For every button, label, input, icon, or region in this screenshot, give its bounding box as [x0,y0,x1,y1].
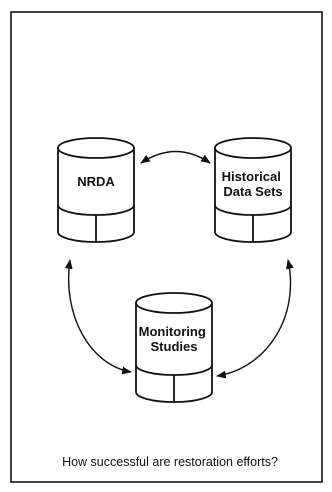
diagram-frame [10,11,323,483]
diagram-caption: How successful are restoration efforts? [62,455,278,469]
historical-label-line-1: Historical [222,169,281,184]
arrow-nrda-historical [140,150,211,164]
monitoring-label-line-1: Monitoring [139,324,206,339]
arrow-historical-monitoring [216,259,294,379]
historical-data-sets-cylinder: Historical Data Sets [214,137,292,243]
monitoring-label-line-2: Studies [151,339,198,354]
nrda-label: NRDA [77,174,115,189]
nrda-cylinder: NRDA [57,137,135,243]
monitoring-studies-cylinder: Monitoring Studies [135,292,213,403]
arrow-nrda-monitoring [64,259,132,375]
nrda-label-line: NRDA [77,174,115,189]
historical-label-line-2: Data Sets [223,184,282,199]
historical-data-sets-label: Historical Data Sets [222,169,285,199]
monitoring-studies-label: Monitoring Studies [139,324,210,354]
